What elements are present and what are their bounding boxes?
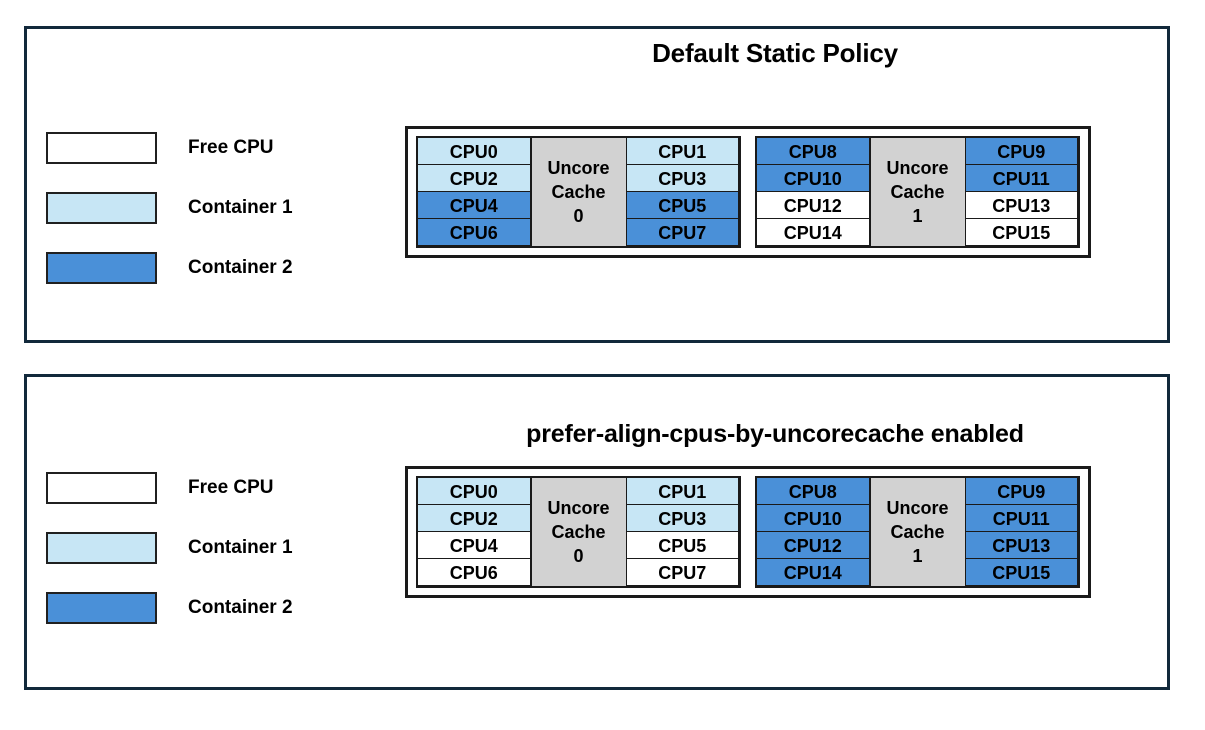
cpu-cell: CPU11 xyxy=(964,164,1078,192)
legend-swatch-container-1 xyxy=(46,192,157,224)
uncore-cache-label-line1: Uncore xyxy=(886,157,949,178)
uncore-cache-index: 1 xyxy=(912,546,923,567)
uncore-cache-box-1: Uncore Cache 1 xyxy=(869,478,966,586)
cpu-column-left: CPU0 CPU2 CPU4 CPU6 xyxy=(417,137,531,246)
legend-label-container-2: Container 2 xyxy=(188,597,293,618)
cpu-column-left: CPU0 CPU2 CPU4 CPU6 xyxy=(417,477,531,586)
uncore-cache-box-1: Uncore Cache 1 xyxy=(869,138,966,246)
cpu-column-left: CPU8 CPU10 CPU12 CPU14 xyxy=(756,137,870,246)
legend-label-free-cpu: Free CPU xyxy=(188,137,274,158)
legend-item-free-cpu: Free CPU xyxy=(46,118,293,178)
uncore-cache-label-line2: Cache xyxy=(551,521,606,542)
legend-swatch-free-cpu xyxy=(46,472,157,504)
cache-group-1: CPU8 CPU10 CPU12 CPU14 Uncore Cache 1 CP… xyxy=(755,476,1080,588)
cpu-cell: CPU4 xyxy=(417,531,531,559)
cpu-cell: CPU10 xyxy=(756,504,870,532)
uncore-cache-label-line2: Cache xyxy=(551,181,606,202)
legend-item-container-2: Container 2 xyxy=(46,578,293,638)
cpu-cell: CPU5 xyxy=(625,531,739,559)
cpu-column-right: CPU1 CPU3 CPU5 CPU7 xyxy=(625,477,739,586)
cpu-cell: CPU14 xyxy=(756,558,870,586)
cpu-cell: CPU9 xyxy=(964,137,1078,165)
cpu-cell: CPU4 xyxy=(417,191,531,219)
cpu-topology-diagram-bottom: CPU0 CPU2 CPU4 CPU6 Uncore Cache 0 CPU1 … xyxy=(405,466,1091,598)
cpu-cell: CPU15 xyxy=(964,218,1078,246)
cpu-cell: CPU2 xyxy=(417,504,531,532)
uncore-cache-index: 1 xyxy=(912,206,923,227)
legend-top: Free CPU Container 1 Container 2 xyxy=(46,118,293,298)
cache-group-1: CPU8 CPU10 CPU12 CPU14 Uncore Cache 1 CP… xyxy=(755,136,1080,248)
cpu-cell: CPU7 xyxy=(625,218,739,246)
uncore-cache-label-line1: Uncore xyxy=(886,497,949,518)
legend-swatch-container-2 xyxy=(46,252,157,284)
cpu-cell: CPU1 xyxy=(625,477,739,505)
cpu-cell: CPU6 xyxy=(417,558,531,586)
legend-label-container-1: Container 1 xyxy=(188,537,293,558)
cpu-column-left: CPU8 CPU10 CPU12 CPU14 xyxy=(756,477,870,586)
legend-item-container-1: Container 1 xyxy=(46,518,293,578)
cpu-cell: CPU8 xyxy=(756,477,870,505)
cpu-cell: CPU2 xyxy=(417,164,531,192)
cpu-cell: CPU15 xyxy=(964,558,1078,586)
cpu-topology-diagram-top: CPU0 CPU2 CPU4 CPU6 Uncore Cache 0 CPU1 … xyxy=(405,126,1091,258)
cpu-cell: CPU13 xyxy=(964,191,1078,219)
cpu-cell: CPU6 xyxy=(417,218,531,246)
cpu-cell: CPU3 xyxy=(625,504,739,532)
legend-swatch-free-cpu xyxy=(46,132,157,164)
cache-group-0: CPU0 CPU2 CPU4 CPU6 Uncore Cache 0 CPU1 … xyxy=(416,476,741,588)
uncore-cache-box-0: Uncore Cache 0 xyxy=(530,138,627,246)
uncore-cache-label-line2: Cache xyxy=(890,521,945,542)
uncore-cache-box-0: Uncore Cache 0 xyxy=(530,478,627,586)
uncore-cache-index: 0 xyxy=(573,546,584,567)
legend-label-free-cpu: Free CPU xyxy=(188,477,274,498)
legend-bottom: Free CPU Container 1 Container 2 xyxy=(46,458,293,638)
cache-group-0: CPU0 CPU2 CPU4 CPU6 Uncore Cache 0 CPU1 … xyxy=(416,136,741,248)
cpu-cell: CPU12 xyxy=(756,531,870,559)
legend-label-container-1: Container 1 xyxy=(188,197,293,218)
cpu-cell: CPU7 xyxy=(625,558,739,586)
cpu-cell: CPU0 xyxy=(417,137,531,165)
cpu-cell: CPU14 xyxy=(756,218,870,246)
legend-label-container-2: Container 2 xyxy=(188,257,293,278)
cpu-cell: CPU13 xyxy=(964,531,1078,559)
cpu-cell: CPU9 xyxy=(964,477,1078,505)
cpu-cell: CPU12 xyxy=(756,191,870,219)
cpu-column-right: CPU1 CPU3 CPU5 CPU7 xyxy=(625,137,739,246)
cpu-cell: CPU1 xyxy=(625,137,739,165)
page-title-prefer-align-cpus-by-uncorecache: prefer-align-cpus-by-uncorecache enabled xyxy=(526,420,1024,448)
cpu-cell: CPU5 xyxy=(625,191,739,219)
legend-swatch-container-1 xyxy=(46,532,157,564)
cpu-cell: CPU3 xyxy=(625,164,739,192)
cpu-cell: CPU0 xyxy=(417,477,531,505)
uncore-cache-index: 0 xyxy=(573,206,584,227)
page-title-default-static-policy: Default Static Policy xyxy=(652,38,898,68)
legend-item-free-cpu: Free CPU xyxy=(46,458,293,518)
legend-swatch-container-2 xyxy=(46,592,157,624)
cpu-column-right: CPU9 CPU11 CPU13 CPU15 xyxy=(964,137,1078,246)
cpu-column-right: CPU9 CPU11 CPU13 CPU15 xyxy=(964,477,1078,586)
uncore-cache-label-line2: Cache xyxy=(890,181,945,202)
legend-item-container-1: Container 1 xyxy=(46,178,293,238)
cpu-cell: CPU10 xyxy=(756,164,870,192)
legend-item-container-2: Container 2 xyxy=(46,238,293,298)
cpu-cell: CPU8 xyxy=(756,137,870,165)
cpu-cell: CPU11 xyxy=(964,504,1078,532)
uncore-cache-label-line1: Uncore xyxy=(547,157,610,178)
uncore-cache-label-line1: Uncore xyxy=(547,497,610,518)
